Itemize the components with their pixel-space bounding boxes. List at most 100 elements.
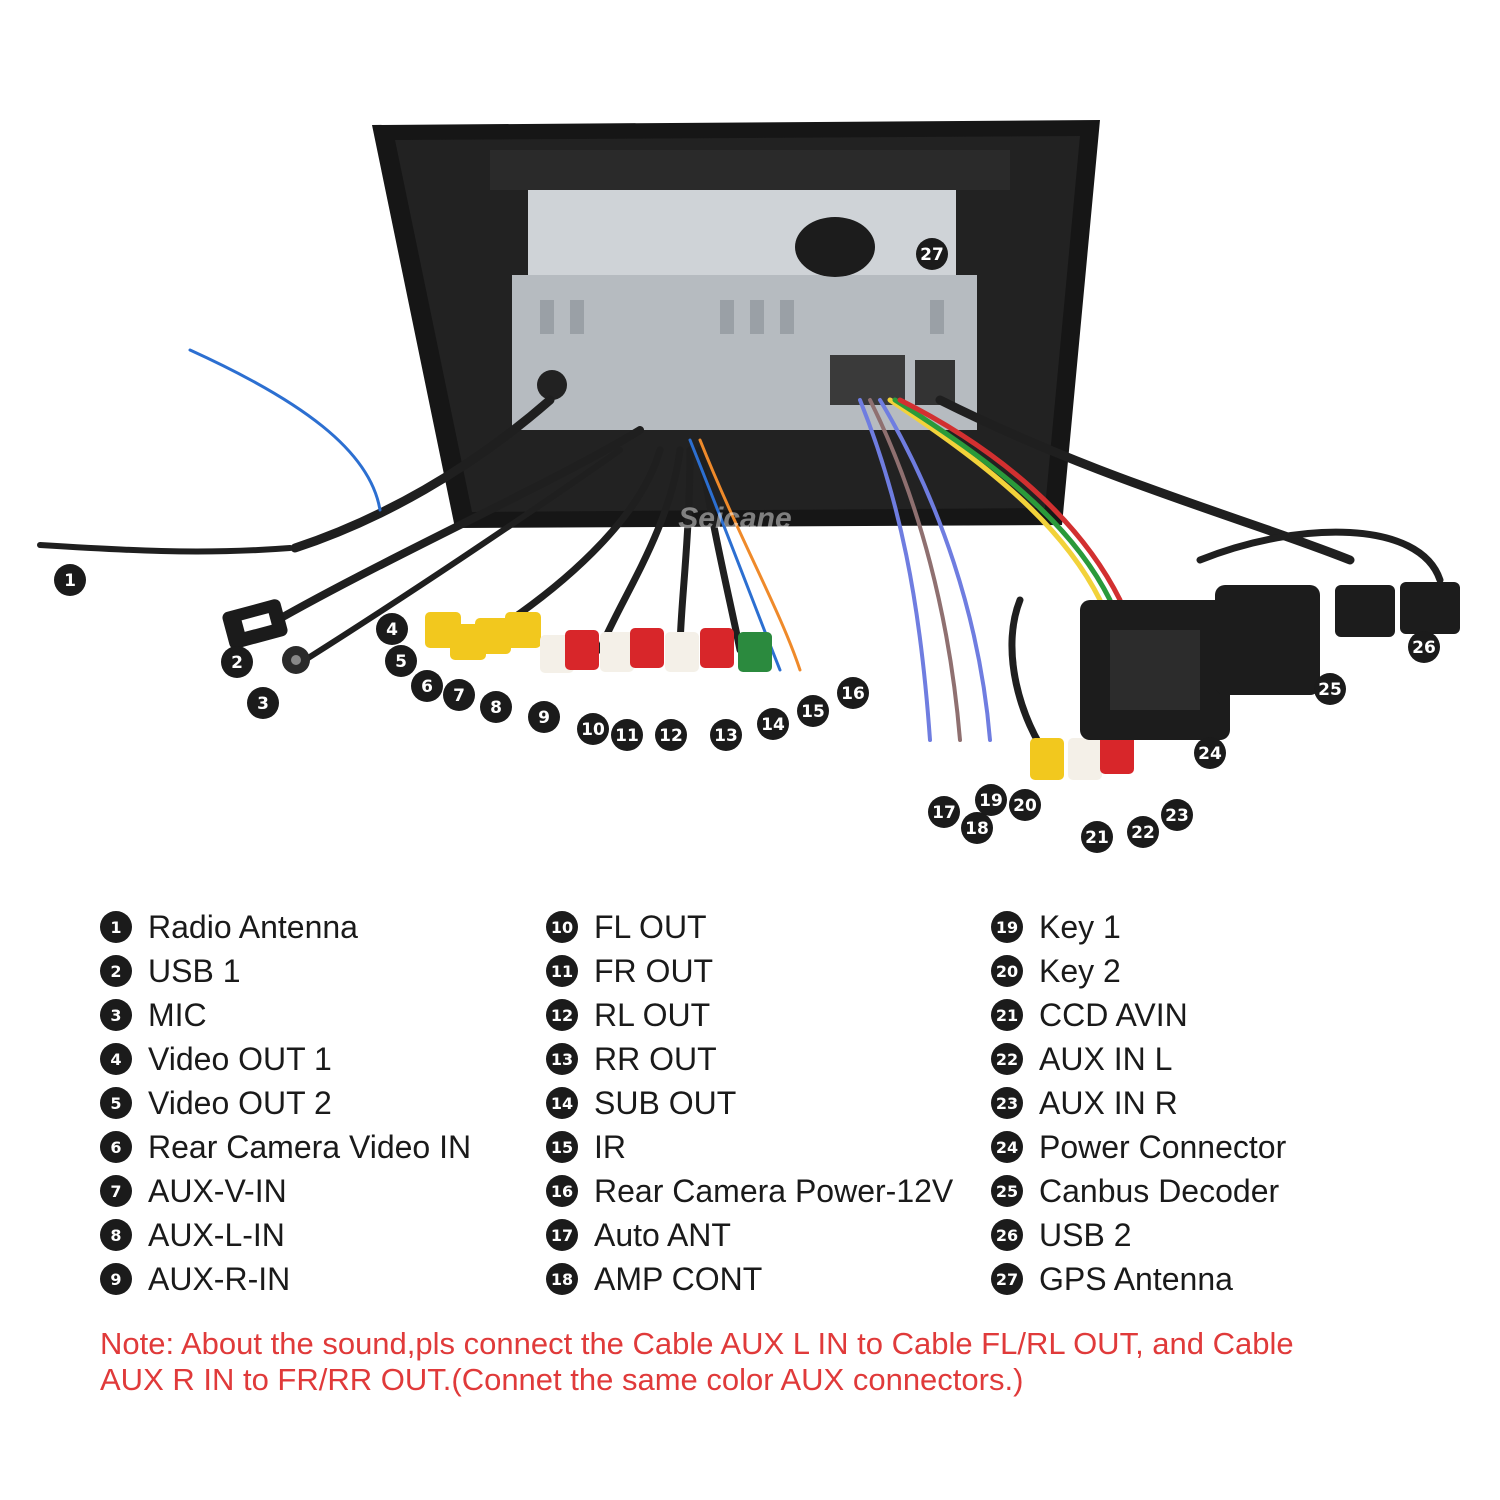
callout-marker-12: 12 [655, 719, 687, 751]
legend-label: Video OUT 2 [148, 1084, 332, 1121]
callout-marker-14: 14 [757, 708, 789, 740]
legend-label: AUX IN L [1039, 1040, 1173, 1077]
legend-number-badge: 15 [546, 1131, 578, 1163]
callout-marker-number: 16 [841, 684, 865, 704]
legend-label: Auto ANT [594, 1216, 731, 1253]
callout-marker-number: 17 [932, 803, 956, 823]
legend-number-badge: 19 [991, 911, 1023, 943]
callout-marker-number: 5 [395, 652, 407, 672]
rca-plugs [425, 612, 1134, 780]
callout-marker-8: 8 [480, 691, 512, 723]
callout-marker-circle [797, 695, 829, 727]
callout-marker-number: 21 [1085, 828, 1109, 848]
callout-marker-circle [411, 670, 443, 702]
callout-marker-circle [528, 701, 560, 733]
callout-marker-circle [443, 679, 475, 711]
callout-marker-23: 23 [1161, 799, 1193, 831]
callout-marker-number: 18 [965, 819, 989, 839]
legend-number-badge: 8 [100, 1219, 132, 1251]
legend-number-badge: 17 [546, 1219, 578, 1251]
callout-marker-25: 25 [1314, 673, 1346, 705]
callout-marker-circle [1161, 799, 1193, 831]
legend-label: IR [594, 1128, 626, 1165]
callout-marker-circle [247, 687, 279, 719]
legend-number-badge: 24 [991, 1131, 1023, 1163]
callout-marker-17: 17 [928, 796, 960, 828]
callout-marker-10: 10 [577, 713, 609, 745]
legend-number-badge: 11 [546, 955, 578, 987]
legend-label: CCD AVIN [1039, 996, 1188, 1033]
callout-marker-number: 6 [421, 677, 433, 697]
callout-marker-24: 24 [1194, 737, 1226, 769]
callout-marker-circle [385, 645, 417, 677]
callout-marker-13: 13 [710, 719, 742, 751]
gps-antenna [795, 217, 875, 277]
legend-number-badge: 4 [100, 1043, 132, 1075]
callout-marker-3: 3 [247, 687, 279, 719]
legend-label: AUX-R-IN [148, 1260, 291, 1297]
legend-item-22: 22 AUX IN L [991, 1037, 1286, 1081]
legend-label: AUX-L-IN [148, 1216, 285, 1253]
legend-item-21: 21 CCD AVIN [991, 993, 1286, 1037]
callout-marker-15: 15 [797, 695, 829, 727]
callout-marker-6: 6 [411, 670, 443, 702]
legend-label: Radio Antenna [148, 908, 358, 945]
callout-marker-1: 1 [54, 564, 86, 596]
callout-marker-21: 21 [1081, 821, 1113, 853]
legend-number-badge: 20 [991, 955, 1023, 987]
callout-marker-circle [961, 812, 993, 844]
legend-number-badge: 2 [100, 955, 132, 987]
legend-label: RR OUT [594, 1040, 717, 1077]
legend-item-24: 24 Power Connector [991, 1125, 1286, 1169]
callout-marker-number: 22 [1131, 823, 1155, 843]
cable-bundle [37, 348, 1444, 764]
callout-marker-4: 4 [376, 613, 408, 645]
legend-number-badge: 21 [991, 999, 1023, 1031]
legend-label: Key 2 [1039, 952, 1121, 989]
callout-marker-circle [757, 708, 789, 740]
callout-marker-circle [975, 784, 1007, 816]
callout-marker-number: 20 [1013, 796, 1037, 816]
legend-number-badge: 26 [991, 1219, 1023, 1251]
legend-number-badge: 23 [991, 1087, 1023, 1119]
callout-marker-number: 3 [257, 694, 269, 714]
legend-label: Rear Camera Power-12V [594, 1172, 954, 1209]
legend-number-badge: 22 [991, 1043, 1023, 1075]
callout-marker-circle [655, 719, 687, 751]
callout-marker-circle [928, 796, 960, 828]
legend-label: GPS Antenna [1039, 1260, 1233, 1297]
callout-marker-27: 27 [916, 238, 948, 270]
callout-marker-circle [54, 564, 86, 596]
legend-label: Power Connector [1039, 1128, 1287, 1165]
callout-marker-11: 11 [611, 719, 643, 751]
callout-marker-20: 20 [1009, 789, 1041, 821]
legend-label: USB 1 [148, 952, 241, 989]
metal-chassis [512, 190, 977, 430]
legend-item-17: 17 Auto ANT [546, 1213, 953, 1257]
legend-label: Key 1 [1039, 908, 1121, 945]
callout-marker-number: 13 [714, 726, 738, 746]
callout-marker-circle [577, 713, 609, 745]
legend-number-badge: 25 [991, 1175, 1023, 1207]
legend-item-2: 2 USB 1 [100, 949, 471, 993]
callout-marker-number: 25 [1318, 680, 1342, 700]
legend-number-badge: 12 [546, 999, 578, 1031]
legend-label: Rear Camera Video IN [148, 1128, 472, 1165]
callout-marker-16: 16 [837, 677, 869, 709]
note-line-2: AUX R IN to FR/RR OUT.(Connet the same c… [100, 1362, 1024, 1397]
callout-marker-number: 11 [615, 726, 639, 746]
legend-number-badge: 13 [546, 1043, 578, 1075]
callout-marker-number: 27 [920, 245, 944, 265]
callout-marker-number: 4 [386, 620, 398, 640]
legend-label: RL OUT [594, 996, 711, 1033]
